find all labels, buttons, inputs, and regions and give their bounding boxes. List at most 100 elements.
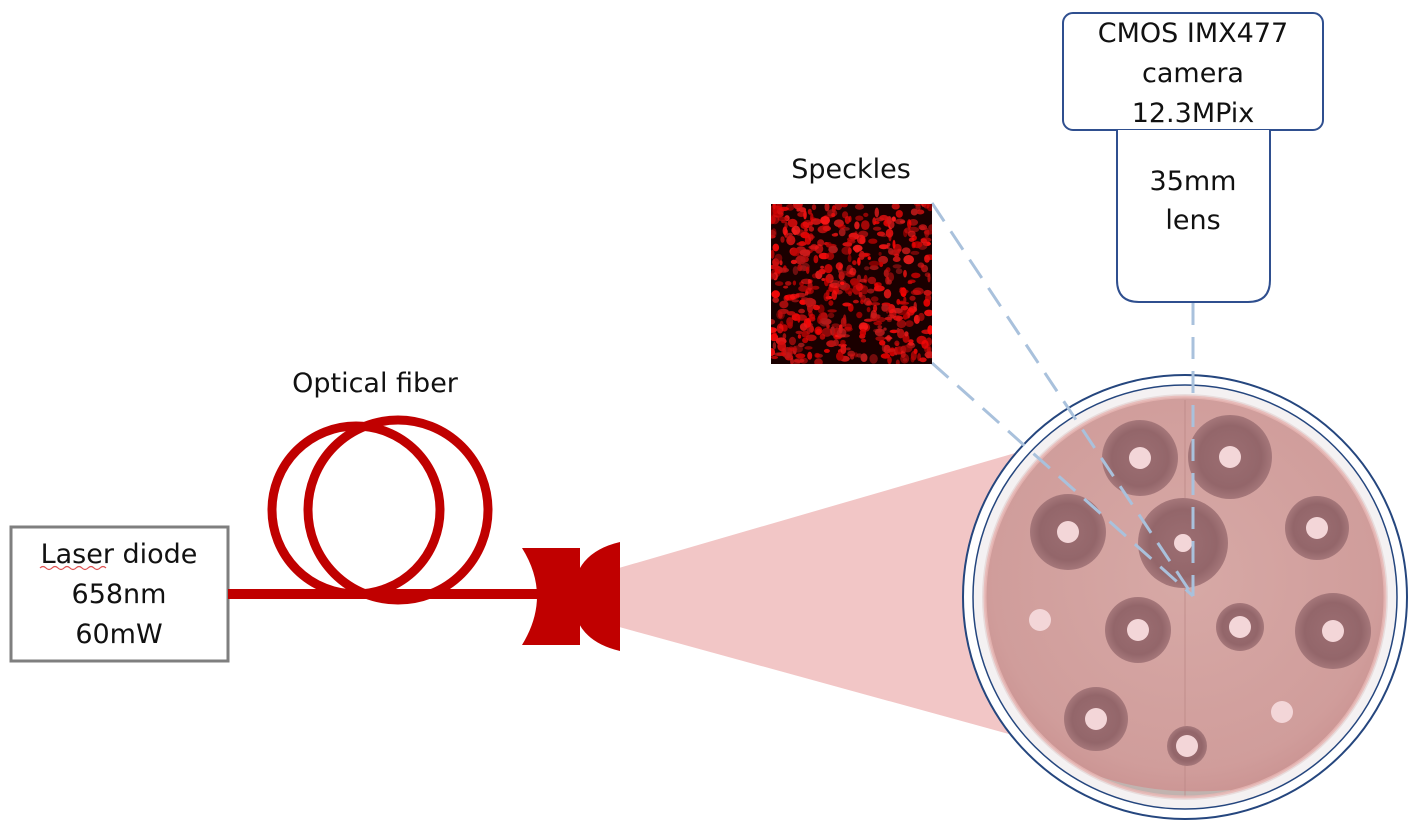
speckle-grain [886,318,892,323]
speckle-grain [779,300,789,309]
speckle-grain [886,348,896,352]
speckle-grain [787,232,793,237]
speckle-grain [856,353,863,358]
speckle-grain [805,266,810,274]
speckle-grain [842,302,852,307]
speckle-grain [852,285,861,295]
speckle-grain [814,326,823,336]
speckle-grain [783,285,789,289]
laser-beam-cone [612,440,1060,748]
speckle-grain [908,339,914,343]
speckle-grain [787,218,798,228]
speckle-grain [840,344,847,355]
speckle-grain [807,208,812,215]
speckle-grain [772,342,777,350]
speckle-grain [879,214,889,221]
lens-label: lens [1165,205,1220,236]
beam-expander-icon [522,542,620,651]
speckle-grain [921,339,929,349]
speckle-grain [911,241,916,249]
speckle-grain [835,262,844,271]
speckles-label: Speckles [791,154,911,185]
speckle-grain [795,292,806,298]
speckle-grain [804,346,813,350]
speckle-grain [852,260,857,266]
speckle-grain [826,289,830,297]
speckle-grain [778,267,789,273]
speckle-grain [852,244,863,252]
speckle-grain [906,307,915,316]
speckle-grain [826,252,835,260]
speckle-grain [820,216,830,225]
speckle-grain [787,321,793,329]
speckle-grain [907,230,916,238]
speckle-grain [771,327,777,333]
speckle-grain [784,228,789,238]
speckle-grain [902,333,910,343]
speckle-grain [854,204,865,210]
speckle-grain [771,348,776,357]
speckle-grain [859,250,865,260]
antibiotic-disc [1174,534,1192,552]
speckle-grain [874,207,879,218]
speckle-grain [824,264,833,274]
speckle-grain [902,314,908,320]
speckle-grain [795,353,806,359]
speckle-grain [828,300,834,306]
speckle-grain [798,308,805,314]
speckle-grain [910,289,921,296]
camera-sensor-label: CMOS IMX477 [1098,18,1288,49]
speckle-grain [895,268,903,275]
speckle-grain [771,215,780,225]
speckle-grain [907,219,912,229]
speckle-grain [914,204,922,207]
speckle-grain [863,297,871,306]
speckle-grain [903,269,907,278]
speckle-grain [861,220,870,230]
speckle-grain [894,253,900,258]
speckle-grain [881,303,889,312]
speckle-grain [907,280,913,285]
speckle-grain [919,357,927,363]
speckle-grain [874,328,885,337]
speckle-grain [844,323,853,331]
speckle-grain [896,298,901,305]
speckle-grain [856,311,863,319]
speckle-grain [896,328,900,333]
speckle-grain [797,212,806,217]
speckle-grain [827,309,837,313]
speckle-grain [772,297,779,303]
speckle-grain [836,351,844,361]
speckle-grain [776,352,787,357]
speckle-grain [928,224,932,231]
antibiotic-disc [1057,521,1079,543]
speckle-grain [833,232,838,236]
speckle-grain [813,255,819,264]
speckle-grain [889,308,897,319]
speckle-grain [892,256,901,262]
speckle-grain [771,290,780,299]
speckle-grain [879,261,884,268]
speckle-grain [828,245,838,254]
speckle-grain [905,320,914,327]
speckle-grain [819,317,830,327]
speckle-grain [869,354,878,364]
speckle-grain [802,337,809,344]
speckle-grain [867,276,877,285]
speckle-grain [891,204,900,210]
speckle-grain [812,304,820,311]
speckle-grain [827,312,835,319]
speckle-grain [810,243,818,252]
speckle-grain [808,226,815,232]
speckle-grain [834,204,843,211]
speckle-grain [875,336,885,342]
speckle-grain [844,287,854,295]
speckle-grain [790,259,797,265]
speckle-grain [785,281,792,286]
speckle-grain [833,339,839,347]
speckle-grain [878,244,889,250]
speckle-grain [777,216,788,222]
speckle-grain [779,260,783,266]
speckle-grain [786,311,796,316]
speckle-grain [793,358,805,363]
